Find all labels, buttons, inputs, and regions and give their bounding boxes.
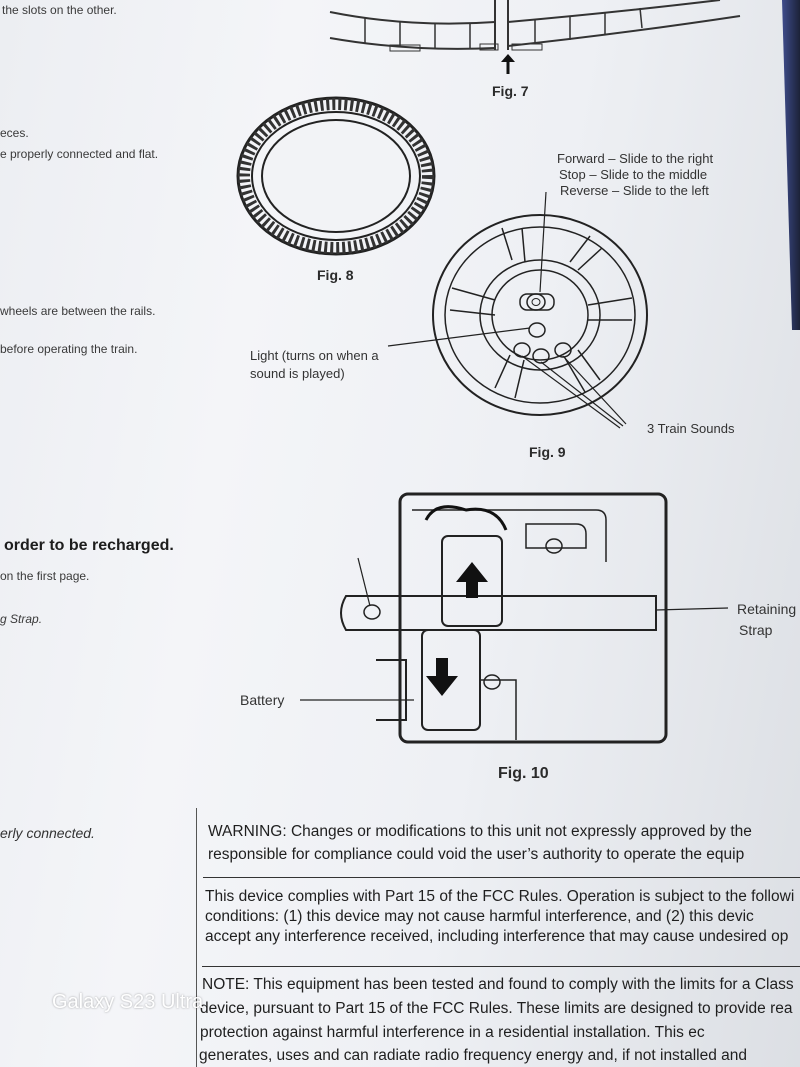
note-line4: generates, uses and can radiate radio fr… [199, 1047, 748, 1064]
note-line3: protection against harmful interference … [200, 1024, 705, 1041]
light-label-line1: Light (turns on when a [250, 348, 379, 363]
left-text-2: eces. [0, 126, 29, 140]
retaining-strap-label-line1: Retaining [737, 601, 797, 617]
fig7-track-joint-diagram [329, 0, 741, 74]
divider-2 [202, 966, 800, 967]
fig9-control-wheel-diagram [387, 191, 648, 429]
legal-box-border [196, 808, 197, 1067]
battery-label: Battery [240, 692, 285, 708]
fig10-caption: Fig. 10 [498, 765, 549, 782]
fig7-caption: Fig. 7 [492, 83, 529, 99]
fig8-caption: Fig. 8 [317, 267, 354, 283]
train-sounds-label: 3 Train Sounds [647, 421, 735, 436]
light-label-line2: sound is played) [250, 366, 345, 381]
retaining-strap-label-line2: Strap [739, 622, 773, 638]
left-text-5: before operating the train. [0, 342, 138, 356]
fig10-battery-compartment-diagram [300, 492, 728, 744]
note-line1: NOTE: This equipment has been tested and… [202, 976, 794, 993]
left-text-3: e properly connected and flat. [0, 147, 159, 161]
note-line2: device, pursuant to Part 15 of the FCC R… [200, 1000, 793, 1017]
camera-watermark: Galaxy S23 Ultra [52, 991, 204, 1013]
left-text-4: wheels are between the rails. [0, 304, 156, 318]
fcc-line1: This device complies with Part 15 of the… [205, 888, 795, 905]
fcc-line2: conditions: (1) this device may not caus… [205, 908, 754, 925]
left-text-8: erly connected. [0, 825, 95, 841]
fig9-caption: Fig. 9 [529, 444, 566, 460]
left-text-1: the slots on the other. [2, 3, 117, 17]
section-heading: order to be recharged. [4, 537, 174, 554]
reverse-label: Reverse – Slide to the left [560, 183, 709, 198]
fcc-line3: accept any interference received, includ… [205, 928, 789, 945]
fig8-track-circle-diagram [236, 96, 436, 256]
forward-label: Forward – Slide to the right [557, 151, 714, 166]
left-text-7: g Strap. [0, 612, 43, 626]
warning-line1: WARNING: Changes or modifications to thi… [208, 823, 752, 840]
left-text-6: on the first page. [0, 569, 90, 583]
stop-label: Stop – Slide to the middle [559, 167, 708, 182]
divider-1 [203, 877, 800, 878]
warning-line2: responsible for compliance could void th… [208, 846, 745, 863]
